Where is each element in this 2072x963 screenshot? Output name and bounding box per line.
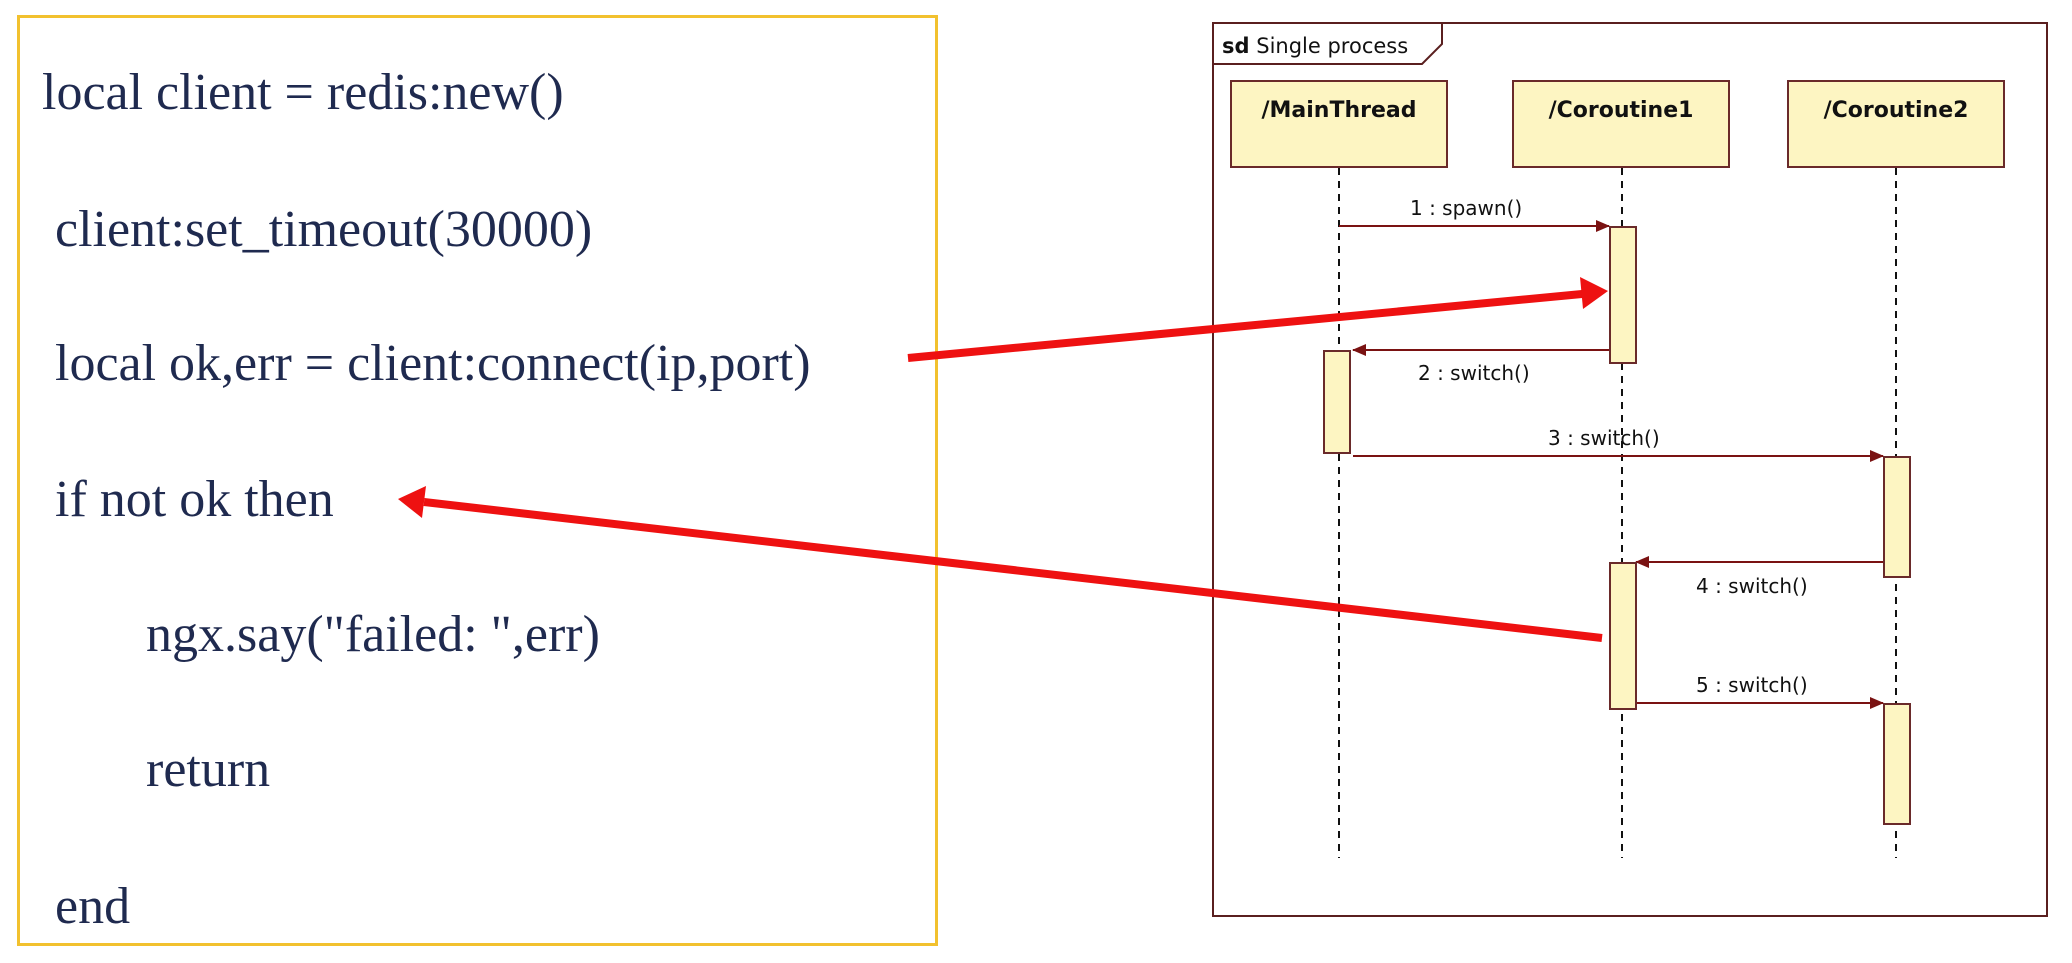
code-line-3: local ok,err = client:connect(ip,port) <box>42 335 811 392</box>
message-4-label: 4 : switch() <box>1696 574 1808 598</box>
lifeline-coroutine2: /Coroutine2 <box>1787 80 2005 168</box>
mainthread-activation <box>1323 350 1351 454</box>
resume-arrowhead <box>398 486 426 518</box>
code-line-6: return <box>42 741 271 798</box>
resume-to-if-arrow <box>423 498 1603 642</box>
frame-label: sd Single process <box>1222 33 1408 59</box>
code-line-7: end <box>42 878 131 935</box>
lifeline-mainthread: /MainThread <box>1230 80 1448 168</box>
coroutine1-activation-1 <box>1609 226 1637 364</box>
message-5-label: 5 : switch() <box>1696 673 1808 697</box>
message-3-label: 3 : switch() <box>1548 426 1660 450</box>
code-panel <box>17 15 938 946</box>
code-line-2: client:set_timeout(30000) <box>42 201 593 258</box>
frame-title: Single process <box>1256 34 1409 58</box>
coroutine2-activation-1 <box>1883 456 1911 578</box>
coroutine2-activation-2 <box>1883 703 1911 825</box>
frame-keyword: sd <box>1222 34 1250 58</box>
code-line-1: local client = redis:new() <box>42 64 564 121</box>
message-1-label: 1 : spawn() <box>1410 196 1523 220</box>
message-2-label: 2 : switch() <box>1418 361 1530 385</box>
code-line-4: if not ok then <box>42 471 334 528</box>
connect-arrowhead <box>1580 277 1608 309</box>
code-line-5: ngx.say("failed: ",err) <box>42 606 600 663</box>
lifeline-coroutine1: /Coroutine1 <box>1512 80 1730 168</box>
frame-label-tab <box>1212 22 1443 65</box>
connect-to-coroutine-arrow <box>907 290 1583 362</box>
coroutine1-activation-2 <box>1609 562 1637 710</box>
